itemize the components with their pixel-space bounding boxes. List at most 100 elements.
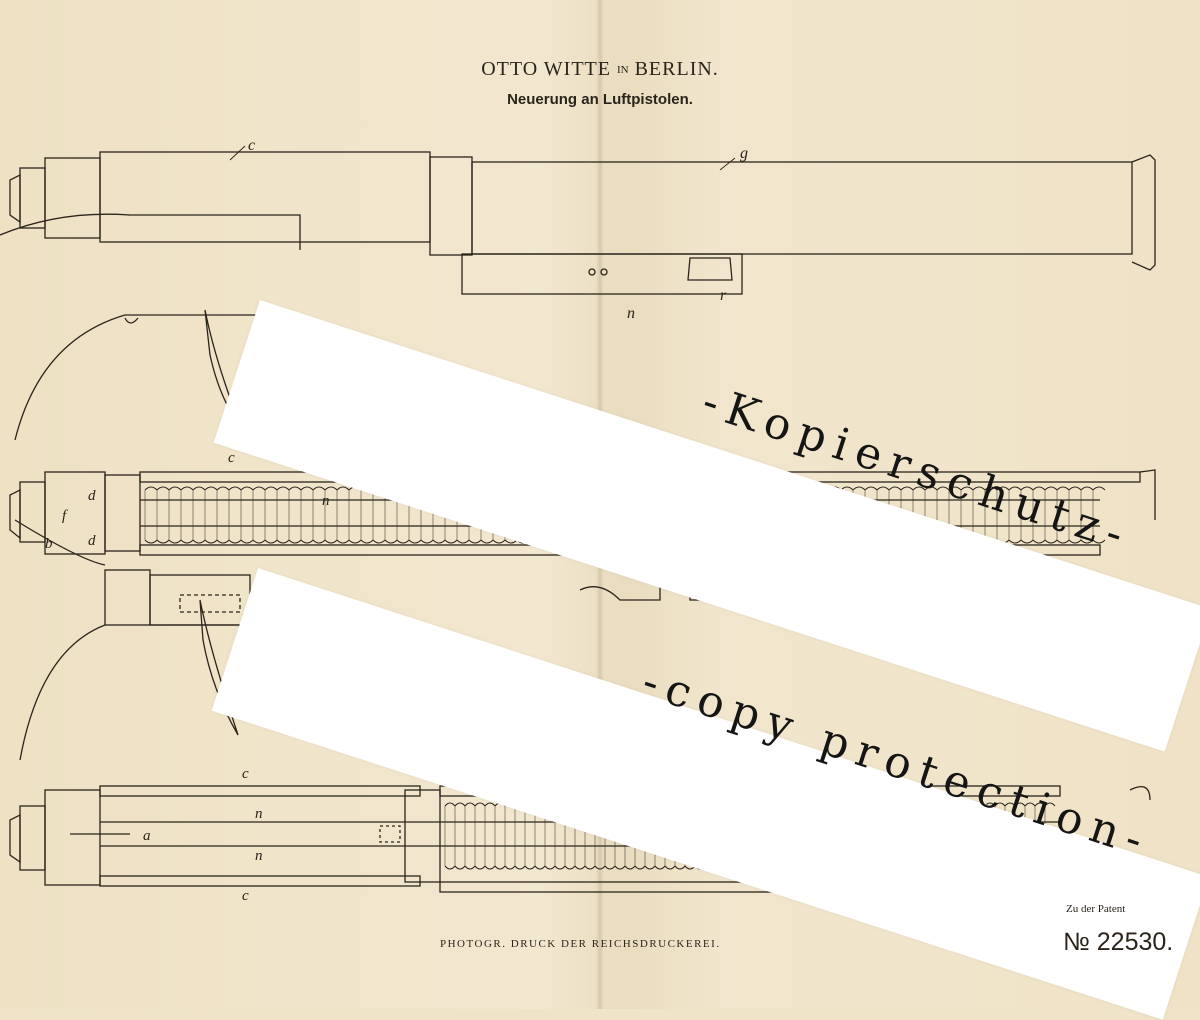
- fig3-label-c-top: c: [242, 766, 249, 782]
- spring-coil: [565, 866, 575, 869]
- spring-coil: [193, 487, 205, 490]
- spring-coil: [655, 866, 665, 869]
- spring-coil: [409, 540, 421, 543]
- spring-coil: [505, 866, 515, 869]
- spring-coil: [265, 487, 277, 490]
- spring-coil: [217, 487, 229, 490]
- figure-1-exterior-view: [0, 152, 1155, 440]
- printer-credit: PHOTOGR. DRUCK DER REICHSDRUCKEREI.: [440, 938, 721, 950]
- spring-coil: [469, 540, 481, 543]
- spring-coil: [605, 866, 615, 869]
- spring-coil: [445, 540, 457, 543]
- spring-coil: [313, 487, 325, 490]
- spring-coil: [535, 866, 545, 869]
- spring-coil: [373, 540, 385, 543]
- spring-coil: [675, 866, 685, 869]
- spring-coil: [545, 866, 555, 869]
- spring-coil: [205, 487, 217, 490]
- fig2-label-f: f: [62, 508, 68, 524]
- spring-coil: [865, 487, 877, 490]
- fig2-label-d-bottom: d: [88, 533, 96, 549]
- spring-coil: [145, 487, 157, 490]
- spring-coil: [205, 540, 217, 543]
- fig1-label-n: n: [627, 305, 635, 322]
- spring-coil: [457, 540, 469, 543]
- fig2-label-c: c: [228, 450, 235, 466]
- spring-coil: [277, 540, 289, 543]
- patent-number: № 22530.: [1063, 928, 1173, 957]
- spring-coil: [325, 540, 337, 543]
- fig2-label-b-left: b: [45, 536, 53, 552]
- spring-coil: [475, 803, 485, 806]
- spring-coil: [421, 540, 433, 543]
- spring-coil: [301, 540, 313, 543]
- spring-coil: [241, 487, 253, 490]
- spring-coil: [145, 540, 157, 543]
- spring-coil: [465, 866, 475, 869]
- spring-coil: [493, 540, 505, 543]
- spring-coil: [475, 866, 485, 869]
- spring-coil: [193, 540, 205, 543]
- fig3-label-n-top: n: [255, 806, 263, 822]
- spring-coil: [181, 540, 193, 543]
- spring-coil: [485, 866, 495, 869]
- spring-coil: [313, 540, 325, 543]
- spring-coil: [481, 540, 493, 543]
- fig2-label-d-top: d: [88, 488, 96, 504]
- spring-coil: [229, 540, 241, 543]
- fig3-label-n-bottom: n: [255, 848, 263, 864]
- spring-coil: [277, 487, 289, 490]
- spring-coil: [253, 487, 265, 490]
- fig3-label-a: a: [143, 828, 151, 844]
- spring-coil: [337, 487, 349, 490]
- spring-coil: [1033, 540, 1045, 543]
- spring-coil: [289, 487, 301, 490]
- spring-coil: [585, 866, 595, 869]
- spring-coil: [465, 803, 475, 806]
- spring-coil: [625, 866, 635, 869]
- spring-coil: [645, 866, 655, 869]
- footer-note: Zu der Patent: [1066, 903, 1125, 915]
- fig1-label-c: c: [248, 137, 255, 154]
- spring-coil: [325, 487, 337, 490]
- spring-coil: [485, 803, 495, 806]
- spring-coil: [157, 540, 169, 543]
- spring-coil: [385, 540, 397, 543]
- spring-coil: [265, 540, 277, 543]
- spring-coil: [877, 487, 889, 490]
- spring-coil: [555, 866, 565, 869]
- spring-coil: [217, 540, 229, 543]
- spring-coil: [455, 866, 465, 869]
- spring-coil: [337, 540, 349, 543]
- spring-coil: [397, 540, 409, 543]
- spring-coil: [181, 487, 193, 490]
- spring-coil: [445, 803, 455, 806]
- spring-coil: [853, 487, 865, 490]
- spring-coil: [1081, 487, 1093, 490]
- fig2-label-n: n: [322, 493, 330, 509]
- spring-coil: [253, 540, 265, 543]
- spring-coil: [169, 487, 181, 490]
- spring-coil: [301, 487, 313, 490]
- fig1-label-g: g: [740, 145, 748, 162]
- spring-coil: [289, 540, 301, 543]
- spring-coil: [575, 866, 585, 869]
- spring-coil: [515, 866, 525, 869]
- spring-coil: [241, 540, 253, 543]
- spring-coil: [525, 866, 535, 869]
- spring-coil: [361, 540, 373, 543]
- spring-coil: [1009, 540, 1021, 543]
- spring-coil: [665, 866, 675, 869]
- spring-coil: [433, 540, 445, 543]
- spring-coil: [229, 487, 241, 490]
- spring-coil: [1069, 487, 1081, 490]
- spring-coil: [495, 866, 505, 869]
- fig3-label-c-bottom: c: [242, 888, 249, 904]
- spring-coil: [157, 487, 169, 490]
- spring-coil: [349, 540, 361, 543]
- spring-coil: [445, 866, 455, 869]
- fig1-label-r: r: [720, 287, 727, 304]
- spring-coil: [1093, 487, 1105, 490]
- spring-coil: [615, 866, 625, 869]
